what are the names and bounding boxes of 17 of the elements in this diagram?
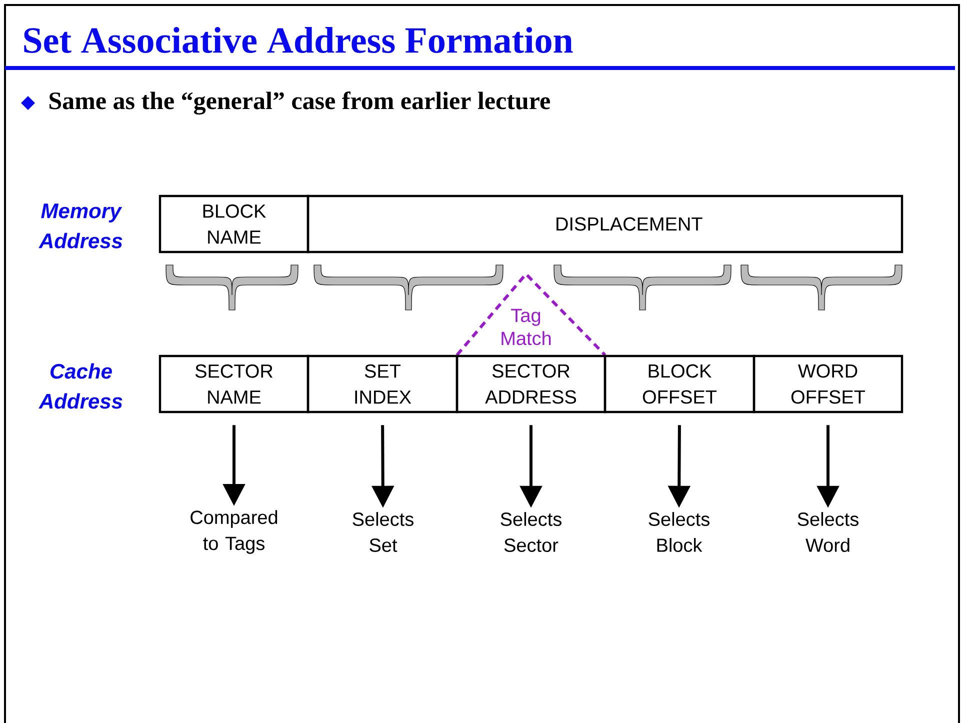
result-text: Selects Word <box>798 512 858 552</box>
address-field: SET INDEX <box>306 354 458 414</box>
title: Set Associative Address Formation <box>24 26 573 54</box>
tag-match-label: Tag Match <box>502 308 551 346</box>
address-field: SECTOR ADDRESS <box>456 354 606 414</box>
address-field: BLOCK NAME <box>158 194 310 254</box>
result-text: Selects Block <box>648 512 710 552</box>
result-text: Compared to Tags <box>190 510 278 554</box>
row-label: Memory Address <box>38 204 122 248</box>
address-field: WORD OFFSET <box>752 354 904 414</box>
result-text: Selects Sector <box>500 512 562 552</box>
address-field: BLOCK OFFSET <box>604 354 756 414</box>
address-field: DISPLACEMENT <box>306 194 904 254</box>
address-field: SECTOR NAME <box>158 354 310 414</box>
result-text: Selects Set <box>352 512 414 552</box>
row-label: Cache Address <box>38 363 122 409</box>
bullet-text: Same as the “general” case from earlier lecture <box>50 91 550 115</box>
